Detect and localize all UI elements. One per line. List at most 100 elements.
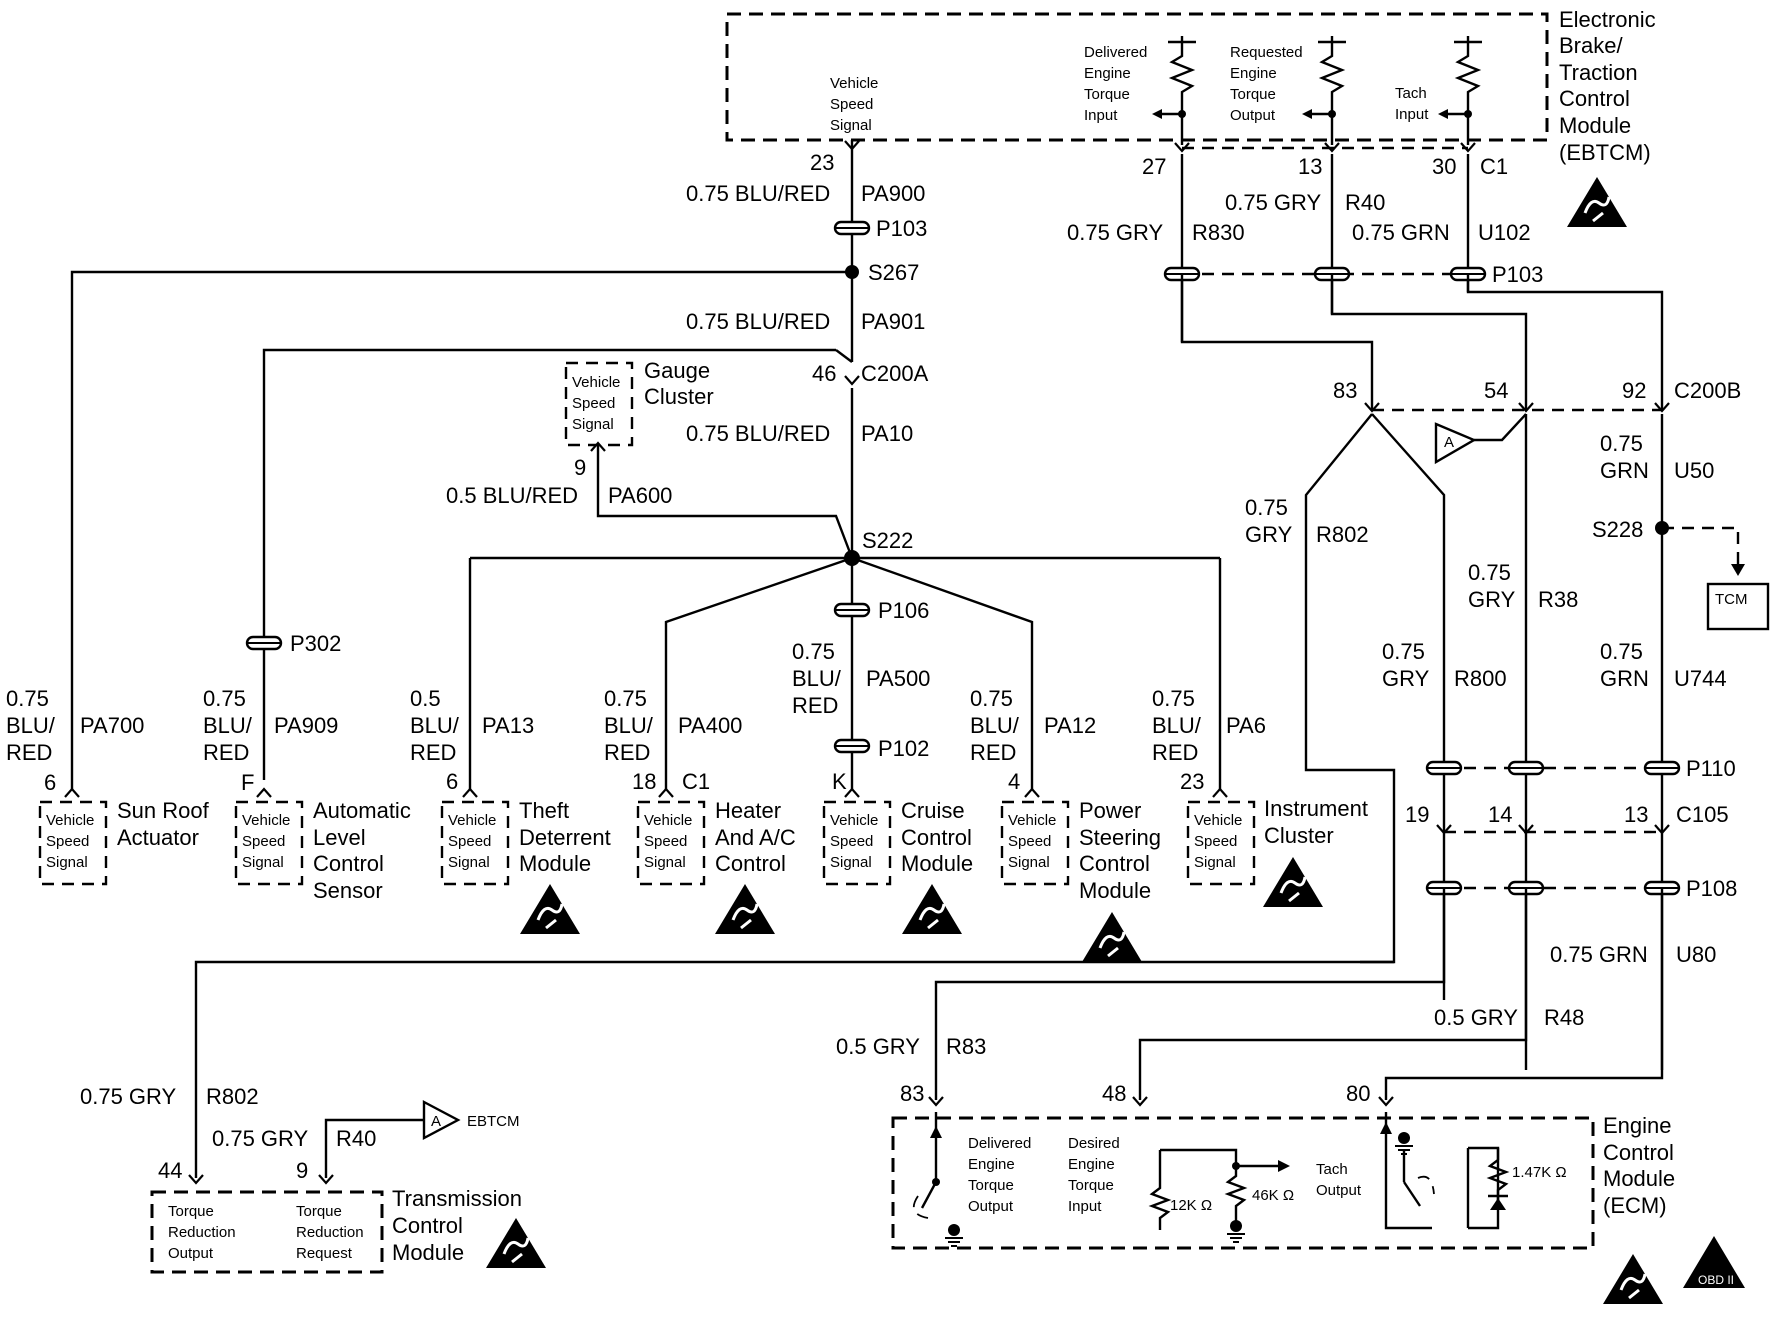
svg-text:Tach: Tach	[1316, 1161, 1348, 1178]
svg-text:0.75: 0.75	[1152, 686, 1195, 711]
svg-text:PA12: PA12	[1044, 713, 1096, 738]
svg-text:Torque: Torque	[1068, 1177, 1114, 1194]
svg-text:1.47K Ω: 1.47K Ω	[1512, 1164, 1567, 1181]
svg-text:BLU/: BLU/	[410, 713, 460, 738]
svg-text:Automatic: Automatic	[313, 798, 411, 823]
svg-text:Control: Control	[313, 851, 384, 876]
svg-text:0.75 GRY: 0.75 GRY	[212, 1126, 309, 1151]
svg-text:PA13: PA13	[482, 713, 534, 738]
svg-text:Traction: Traction	[1559, 60, 1638, 85]
ecm-desired-input-label: Desired Engine Torque Input	[1068, 1135, 1120, 1215]
svg-text:0.5: 0.5	[410, 686, 441, 711]
svg-text:Speed: Speed	[448, 833, 491, 850]
svg-text:GRY: GRY	[1468, 587, 1516, 612]
svg-text:Vehicle: Vehicle	[46, 812, 94, 829]
svg-text:And A/C: And A/C	[715, 825, 796, 850]
svg-text:Delivered: Delivered	[1084, 44, 1147, 61]
svg-text:Control: Control	[1603, 1140, 1674, 1165]
svg-text:R800: R800	[1454, 666, 1507, 691]
esd-sensitive-icon	[484, 1216, 548, 1270]
svg-text:6: 6	[446, 769, 458, 794]
svg-text:C200A: C200A	[861, 361, 929, 386]
svg-text:46K Ω: 46K Ω	[1252, 1187, 1294, 1204]
svg-text:RED: RED	[970, 740, 1016, 765]
esd-sensitive-icon	[1601, 1252, 1665, 1306]
svg-text:R802: R802	[1316, 522, 1369, 547]
svg-text:18: 18	[632, 769, 656, 794]
svg-text:54: 54	[1484, 378, 1508, 403]
svg-text:23: 23	[1180, 769, 1204, 794]
svg-text:Output: Output	[1316, 1182, 1362, 1199]
svg-text:27: 27	[1142, 154, 1166, 179]
svg-text:Torque: Torque	[296, 1203, 342, 1220]
svg-text:46: 46	[812, 361, 836, 386]
svg-text:0.75 BLU/RED: 0.75 BLU/RED	[686, 421, 830, 446]
svg-text:83: 83	[1333, 378, 1357, 403]
ecm-name: Engine Control Module (ECM)	[1603, 1113, 1675, 1218]
cruise-control-module: Vehicle Speed Signal Cruise Control Modu…	[822, 798, 973, 936]
svg-text:0.75: 0.75	[1382, 639, 1425, 664]
esd-sensitive-icon	[518, 882, 582, 936]
svg-text:Vehicle: Vehicle	[448, 812, 496, 829]
ebtcm-name: Electronic Brake/ Traction Control Modul…	[1559, 7, 1656, 165]
alc-sensor-module: Vehicle Speed Signal Automatic Level Con…	[234, 798, 411, 903]
tcm-torque-reduction-output-label: Torque Reduction Output	[168, 1203, 236, 1262]
heater-ac-control-module: Vehicle Speed Signal Heater And A/C Cont…	[636, 798, 796, 936]
svg-text:PA6: PA6	[1226, 713, 1266, 738]
torque-tach-wiring: 27 13 30 C1 0.75 GRY R40 0.75 GRY R830 0…	[194, 141, 1770, 1178]
svg-text:RED: RED	[203, 740, 249, 765]
svg-text:Engine: Engine	[1084, 65, 1131, 82]
svg-text:PA10: PA10	[861, 421, 913, 446]
svg-text:R40: R40	[336, 1126, 376, 1151]
svg-text:83: 83	[900, 1081, 924, 1106]
svg-text:Speed: Speed	[644, 833, 687, 850]
svg-text:14: 14	[1488, 802, 1512, 827]
svg-text:44: 44	[158, 1158, 182, 1183]
connector-icon	[1643, 760, 1681, 776]
connector-icon	[245, 635, 283, 651]
svg-text:Signal: Signal	[644, 854, 686, 871]
svg-text:0.75: 0.75	[1600, 431, 1643, 456]
svg-text:GRN: GRN	[1600, 458, 1649, 483]
esd-sensitive-icon	[1080, 910, 1144, 964]
svg-text:Reduction: Reduction	[296, 1224, 364, 1241]
svg-text:0.5 BLU/RED: 0.5 BLU/RED	[446, 483, 578, 508]
svg-text:Module: Module	[1559, 113, 1631, 138]
svg-text:Heater: Heater	[715, 798, 781, 823]
ecm-module: 83 48 80 Engine Control Module (ECM) OBD…	[891, 1081, 1745, 1306]
svg-text:Transmission: Transmission	[392, 1186, 522, 1211]
svg-text:BLU/: BLU/	[792, 666, 842, 691]
svg-text:9: 9	[574, 455, 586, 480]
theft-deterrent-module: Vehicle Speed Signal Theft Deterrent Mod…	[440, 798, 611, 936]
svg-text:Request: Request	[296, 1245, 353, 1262]
svg-text:Signal: Signal	[572, 416, 614, 433]
svg-text:0.75: 0.75	[792, 639, 835, 664]
svg-text:R830: R830	[1192, 220, 1245, 245]
ref-arrow-a	[1434, 422, 1477, 465]
svg-text:R38: R38	[1538, 587, 1578, 612]
svg-text:Vehicle: Vehicle	[644, 812, 692, 829]
svg-text:Vehicle: Vehicle	[242, 812, 290, 829]
svg-text:Torque: Torque	[1084, 86, 1130, 103]
svg-text:Speed: Speed	[46, 833, 89, 850]
svg-text:S267: S267	[868, 260, 919, 285]
svg-text:9: 9	[296, 1158, 308, 1183]
svg-text:F: F	[241, 770, 254, 795]
svg-text:Control: Control	[1559, 86, 1630, 111]
svg-text:Output: Output	[168, 1245, 214, 1262]
svg-text:K: K	[832, 769, 847, 794]
esd-sensitive-icon	[1565, 175, 1629, 229]
svg-text:0.5 GRY: 0.5 GRY	[836, 1034, 920, 1059]
tcm-name: Transmission Control Module	[392, 1186, 522, 1265]
svg-text:0.75 GRY: 0.75 GRY	[80, 1084, 177, 1109]
svg-text:48: 48	[1102, 1081, 1126, 1106]
svg-text:Control: Control	[901, 825, 972, 850]
svg-text:BLU/: BLU/	[970, 713, 1020, 738]
tcm-box: TCM	[1706, 582, 1770, 631]
sun-roof-actuator-module: Vehicle Speed Signal Sun Roof Actuator	[38, 798, 210, 886]
svg-text:GRN: GRN	[1600, 666, 1649, 691]
svg-text:92: 92	[1622, 378, 1646, 403]
svg-text:Control: Control	[392, 1213, 463, 1238]
svg-text:Control: Control	[715, 851, 786, 876]
resistor-icon	[1438, 36, 1482, 145]
